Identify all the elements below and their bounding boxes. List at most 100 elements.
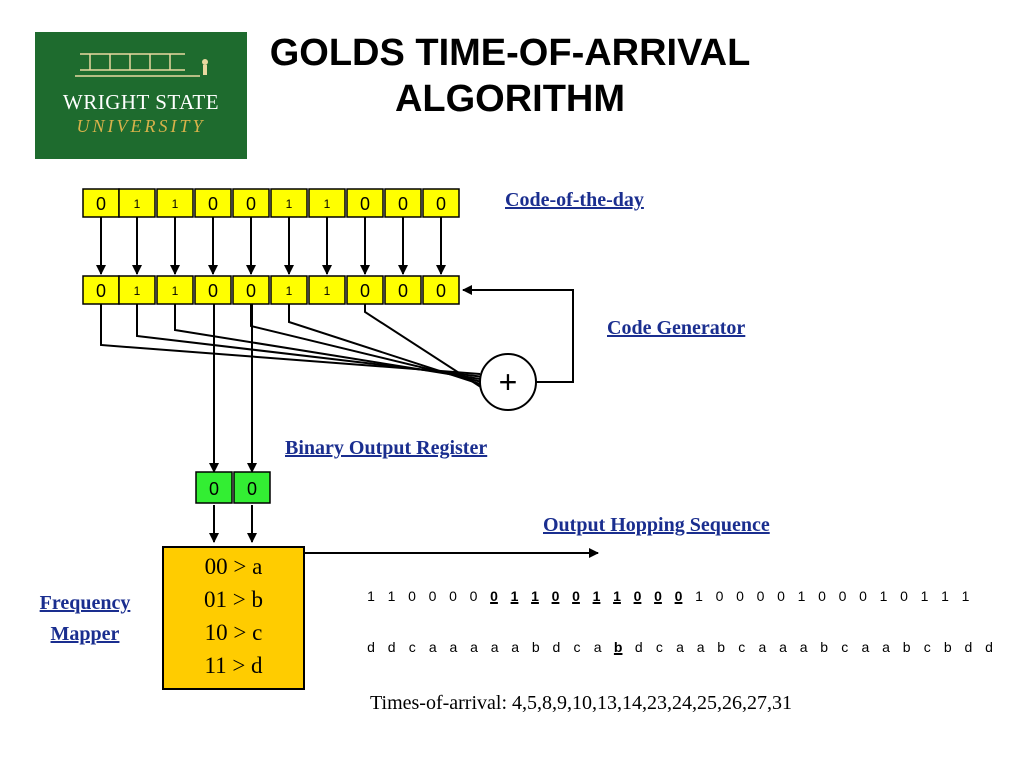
generator-cell-9	[422, 275, 460, 305]
tap-wire-5	[364, 304, 481, 388]
times-of-arrival: Times-of-arrival: 4,5,8,9,10,13,14,23,24…	[370, 692, 793, 714]
generator-bit-9: 0	[436, 281, 446, 301]
frequency-mapper-label: Frequency Mapper	[25, 588, 145, 650]
feedback-wire	[462, 285, 574, 383]
letter-seq-item-16: a	[696, 639, 705, 655]
code-of-day-bit-3: 0	[208, 194, 218, 214]
letter-seq-item-14: c	[655, 639, 663, 655]
letter-seq-item-11: a	[593, 639, 602, 655]
letter-seq-item-3: a	[428, 639, 437, 655]
letter-seq-item-23: c	[841, 639, 849, 655]
output-register-cell-1	[233, 471, 271, 504]
binary-seq-bit-5: 0	[469, 588, 478, 604]
letter-seq-item-29: d	[964, 639, 973, 655]
generator-cell-8	[384, 275, 422, 305]
binary-seq-bit-4: 0	[449, 588, 457, 604]
letter-seq-item-18: c	[738, 639, 746, 655]
output-register-cell-0	[195, 471, 233, 504]
binary-seq-bit-13: 0	[633, 588, 642, 604]
binary-seq-bit-23: 0	[838, 588, 847, 604]
binary-seq-bit-1: 1	[387, 588, 396, 604]
code-of-day-cell-6	[308, 188, 346, 218]
mapper-rule-10: 10 > c	[204, 620, 263, 645]
generator-bit-3: 0	[208, 281, 218, 301]
mapper-rule-00: 00 > a	[204, 554, 263, 579]
letter-seq-item-30: d	[985, 639, 993, 655]
tap-wire-0	[100, 304, 481, 375]
wright-flyer-icon	[75, 53, 208, 77]
tap-wire-2	[174, 304, 481, 380]
generator-bit-1: 1	[134, 284, 141, 298]
binary-seq-bit-26: 0	[900, 588, 908, 604]
letter-seq-item-9: d	[552, 639, 561, 655]
letter-seq-item-5: a	[470, 639, 478, 655]
binary-seq-bit-11: 1	[592, 588, 601, 604]
binary-seq-bit-20: 0	[777, 588, 785, 604]
binary-seq-bit-12: 1	[613, 588, 621, 604]
binary-seq-bit-25: 1	[879, 588, 888, 604]
binary-seq-bit-8: 1	[531, 588, 539, 604]
letter-seq-item-12: b	[613, 639, 623, 655]
binary-output-register-label: Binary Output Register	[285, 437, 488, 459]
letter-seq-item-24: a	[861, 639, 870, 655]
binary-seq-bit-14: 0	[654, 588, 662, 604]
binary-seq-bit-15: 0	[674, 588, 683, 604]
generator-bit-7: 0	[360, 281, 370, 301]
letter-seq-item-4: a	[449, 639, 458, 655]
page-title: GOLDS TIME-OF-ARRIVAL ALGORITHM	[269, 32, 751, 120]
code-of-day-bit-0: 0	[96, 194, 106, 214]
xor-gate: +	[479, 353, 537, 411]
code-of-day-bit-7: 0	[360, 194, 370, 214]
letter-seq-item-22: b	[820, 639, 829, 655]
wiring	[96, 217, 599, 558]
tap-wire-4	[288, 304, 481, 385]
binary-seq-bit-0: 1	[367, 588, 375, 604]
mapper-rule-01: 01 > b	[204, 587, 263, 612]
letter-seq-item-26: b	[902, 639, 911, 655]
wright-state-logo: WRIGHT STATE UNIVERSITY	[35, 32, 247, 159]
binary-seq-bit-22: 0	[818, 588, 826, 604]
binary-seq-bit-6: 0	[490, 588, 498, 604]
letter-seq-item-2: c	[408, 639, 416, 655]
binary-seq-bit-24: 0	[859, 588, 867, 604]
binary-seq-bit-16: 1	[695, 588, 703, 604]
binary-seq-bit-3: 0	[428, 588, 437, 604]
letter-seq-item-10: c	[573, 639, 581, 655]
frequency-mapper-box: 00 > a 01 > b 10 > c 11 > d	[162, 546, 305, 690]
binary-seq-bit-10: 0	[572, 588, 580, 604]
binary-seq-bit-19: 0	[756, 588, 765, 604]
letter-seq-item-28: b	[943, 639, 952, 655]
letter-seq-item-7: a	[511, 639, 520, 655]
generator-cell-3	[194, 275, 232, 305]
generator-bit-8: 0	[398, 281, 408, 301]
binary-seq-bit-9: 0	[551, 588, 560, 604]
letter-seq-item-13: d	[634, 639, 643, 655]
output-register-bit-0: 0	[209, 479, 219, 499]
generator-cell-7	[346, 275, 384, 305]
code-of-day-cell-8	[384, 188, 422, 218]
letter-seq-item-15: a	[676, 639, 684, 655]
letter-seq-item-25: a	[882, 639, 890, 655]
binary-seq-bit-21: 1	[797, 588, 806, 604]
code-of-day-bit-6: 1	[324, 197, 331, 211]
logo-line-1: WRIGHT STATE	[62, 90, 220, 114]
output-hopping-sequence-label: Output Hopping Sequence	[543, 514, 770, 536]
code-of-day-cell-5	[270, 188, 308, 218]
binary-seq-bit-27: 1	[920, 588, 929, 604]
frequency-mapper-label-line-2: Mapper	[50, 623, 120, 645]
letter-seq-item-20: a	[779, 639, 787, 655]
mapper-rule-11: 11 > d	[204, 653, 263, 678]
code-of-day-bit-2: 1	[172, 197, 179, 211]
code-of-day-bit-1: 1	[134, 197, 141, 211]
logo-line-2: UNIVERSITY	[76, 116, 206, 136]
letter-seq-item-19: a	[758, 639, 767, 655]
code-of-day-cell-0	[82, 188, 120, 218]
letter-seq-item-6: a	[490, 639, 499, 655]
generator-bit-0: 0	[96, 281, 106, 301]
generator-cell-6	[308, 275, 346, 305]
generator-cell-4	[232, 275, 270, 305]
generator-bit-6: 1	[324, 284, 331, 298]
